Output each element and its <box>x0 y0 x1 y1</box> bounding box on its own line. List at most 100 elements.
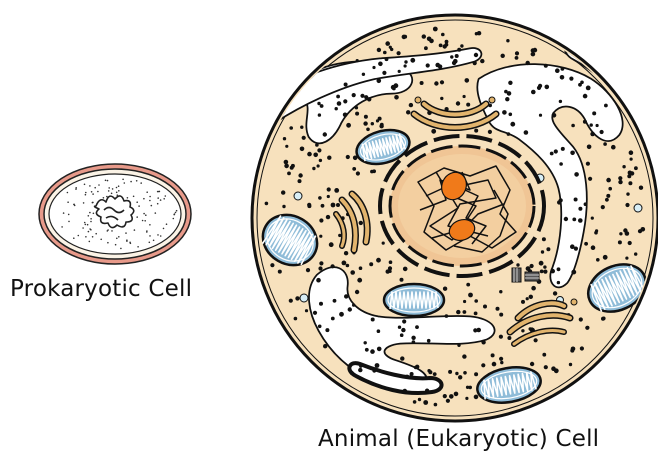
ribosome-dot <box>383 51 387 55</box>
ribosome-dot <box>413 400 417 404</box>
ribosome-dot <box>155 212 157 214</box>
ribosome-dot <box>603 255 608 260</box>
ribosome-dot <box>564 217 568 221</box>
ribosome-dot <box>466 103 470 107</box>
ribosome-dot <box>84 222 86 224</box>
ribosome-dot <box>594 231 598 235</box>
ribosome-dot <box>521 300 525 304</box>
ribosome-dot <box>355 290 359 294</box>
ribosome-dot <box>88 231 90 233</box>
ribosome-dot <box>502 110 507 115</box>
ribosome-dot <box>122 179 124 181</box>
ribosome-dot <box>287 172 291 176</box>
ribosome-dot <box>463 300 466 303</box>
ribosome-dot <box>281 190 285 194</box>
ribosome-dot <box>385 41 390 46</box>
ribosome-dot <box>507 132 511 136</box>
ribosome-dot <box>315 143 319 147</box>
ribosome-dot <box>456 310 460 314</box>
ribosome-dot <box>323 132 327 136</box>
ribosome-dot <box>130 181 132 183</box>
ribosome-dot <box>173 218 175 220</box>
ribosome-dot <box>639 186 643 190</box>
ribosome-dot <box>400 278 404 282</box>
ribosome-dot <box>329 242 334 247</box>
ribosome-dot <box>420 81 424 85</box>
ribosome-dot <box>457 344 460 347</box>
ribosome-dot <box>327 156 331 160</box>
ribosome-dot <box>350 371 354 375</box>
ribosome-dot <box>67 201 69 203</box>
ribosome-dot <box>410 372 414 376</box>
ribosome-dot <box>491 353 495 357</box>
ribosome-dot <box>452 61 456 65</box>
ribosome-dot <box>140 182 142 184</box>
ribosome-dot <box>144 220 146 222</box>
ribosome-dot <box>515 51 519 55</box>
nucleus <box>380 136 544 276</box>
ribosome-dot <box>626 192 629 195</box>
ribosome-dot <box>376 119 379 122</box>
ribosome-dot <box>316 278 321 283</box>
ribosome-dot <box>149 242 151 244</box>
ribosome-dot <box>318 196 322 200</box>
ribosome-dot <box>531 90 536 95</box>
ribosome-dot <box>557 267 561 271</box>
prokaryotic-cell-icon <box>39 164 191 264</box>
ribosome-dot <box>95 233 97 235</box>
ribosome-dot <box>319 159 322 162</box>
ribosome-dot <box>445 314 449 318</box>
ribosome-dot <box>515 56 519 60</box>
ribosome-dot <box>372 369 376 373</box>
ribosome-dot <box>160 235 162 237</box>
ribosome-dot <box>175 212 177 214</box>
ribosome-dot <box>505 97 509 101</box>
ribosome-dot <box>290 166 294 170</box>
ribosome-dot <box>634 252 637 255</box>
ribosome-dot <box>289 299 293 303</box>
ribosome-dot <box>501 54 505 58</box>
mitochondrion <box>384 284 444 316</box>
ribosome-dot <box>440 80 444 84</box>
ribosome-dot <box>463 95 466 98</box>
ribosome-dot <box>625 203 629 207</box>
ribosome-dot <box>466 283 470 287</box>
ribosome-dot <box>319 218 323 222</box>
ribosome-dot <box>120 248 122 250</box>
ribosome-dot <box>443 287 447 291</box>
ribosome-dot <box>143 213 145 215</box>
ribosome-dot <box>412 340 416 344</box>
ribosome-dot <box>584 202 588 206</box>
ribosome-dot <box>61 226 63 228</box>
ribosome-dot <box>323 344 327 348</box>
ribosome-dot <box>149 196 151 198</box>
ribosome-dot <box>363 121 367 125</box>
ribosome-dot <box>627 174 631 178</box>
ribosome-dot <box>129 242 131 244</box>
ribosome-dot <box>300 147 305 152</box>
ribosome-dot <box>455 54 459 58</box>
ribosome-dot <box>476 328 481 333</box>
ribosome-dot <box>423 400 428 405</box>
ribosome-dot <box>149 200 151 202</box>
ribosome-dot <box>358 368 362 372</box>
ribosome-dot <box>592 111 596 115</box>
ribosome-dot <box>357 278 362 283</box>
ribosome-dot <box>145 214 147 216</box>
ribosome-dot <box>344 83 348 87</box>
ribosome-dot <box>85 236 87 238</box>
ribosome-dot <box>318 325 322 329</box>
ribosome-dot <box>134 229 136 231</box>
ribosome-dot <box>313 311 317 315</box>
ribosome-dot <box>118 185 120 187</box>
ribosome-dot <box>552 113 557 118</box>
ribosome-dot <box>603 142 607 146</box>
ribosome-dot <box>530 264 534 268</box>
ribosome-dot <box>449 394 454 399</box>
ribosome-dot <box>468 293 473 298</box>
ribosome-dot <box>457 48 461 52</box>
ribosome-dot <box>389 46 392 49</box>
ribosome-dot <box>149 224 151 226</box>
ribosome-dot <box>350 270 355 275</box>
ribosome-dot <box>422 34 426 38</box>
